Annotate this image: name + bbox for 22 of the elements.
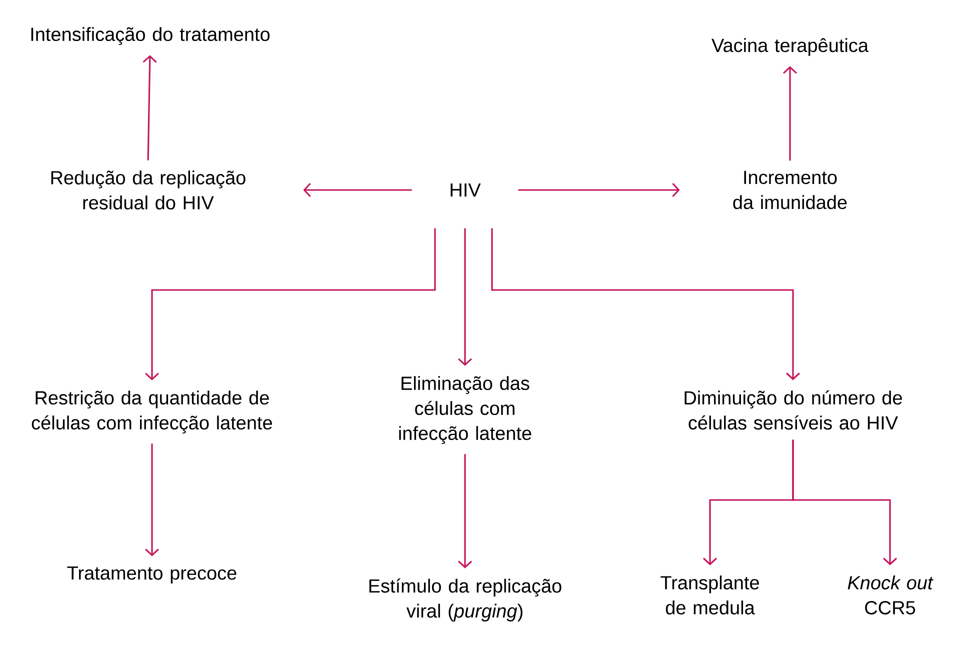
step-text: Restrição da quantidade de células com infecção latente bbox=[32, 390, 272, 434]
arrow bbox=[458, 454, 472, 568]
step-text: Incremento da imunidade bbox=[733, 170, 847, 210]
step-text: Knock out CCR5 bbox=[848, 576, 934, 614]
step-text: Eliminação das células com infecção latente bbox=[399, 376, 532, 444]
arrow bbox=[491, 228, 800, 380]
step-text: Redução da replicação residual do HIV bbox=[51, 170, 246, 210]
step-text: HIV bbox=[450, 183, 481, 197]
arrow bbox=[303, 182, 412, 198]
step-text: Intensificação do tratamento bbox=[31, 27, 270, 45]
arrow bbox=[142, 55, 157, 160]
arrow bbox=[518, 182, 680, 198]
step-text: Estímulo da replicação viral (purging) bbox=[369, 578, 562, 622]
step-text: Diminuição do número de células sensíveis ao HIV bbox=[684, 390, 902, 430]
arrow bbox=[458, 228, 472, 366]
arrow bbox=[792, 440, 898, 566]
step-text: Tratamento precoce bbox=[67, 566, 236, 584]
arrow bbox=[144, 228, 436, 380]
arrow bbox=[782, 66, 798, 161]
step-text: Vacina terapêutica bbox=[712, 38, 868, 56]
step-text: Transplante de medula bbox=[660, 576, 759, 614]
arrow bbox=[144, 444, 160, 556]
